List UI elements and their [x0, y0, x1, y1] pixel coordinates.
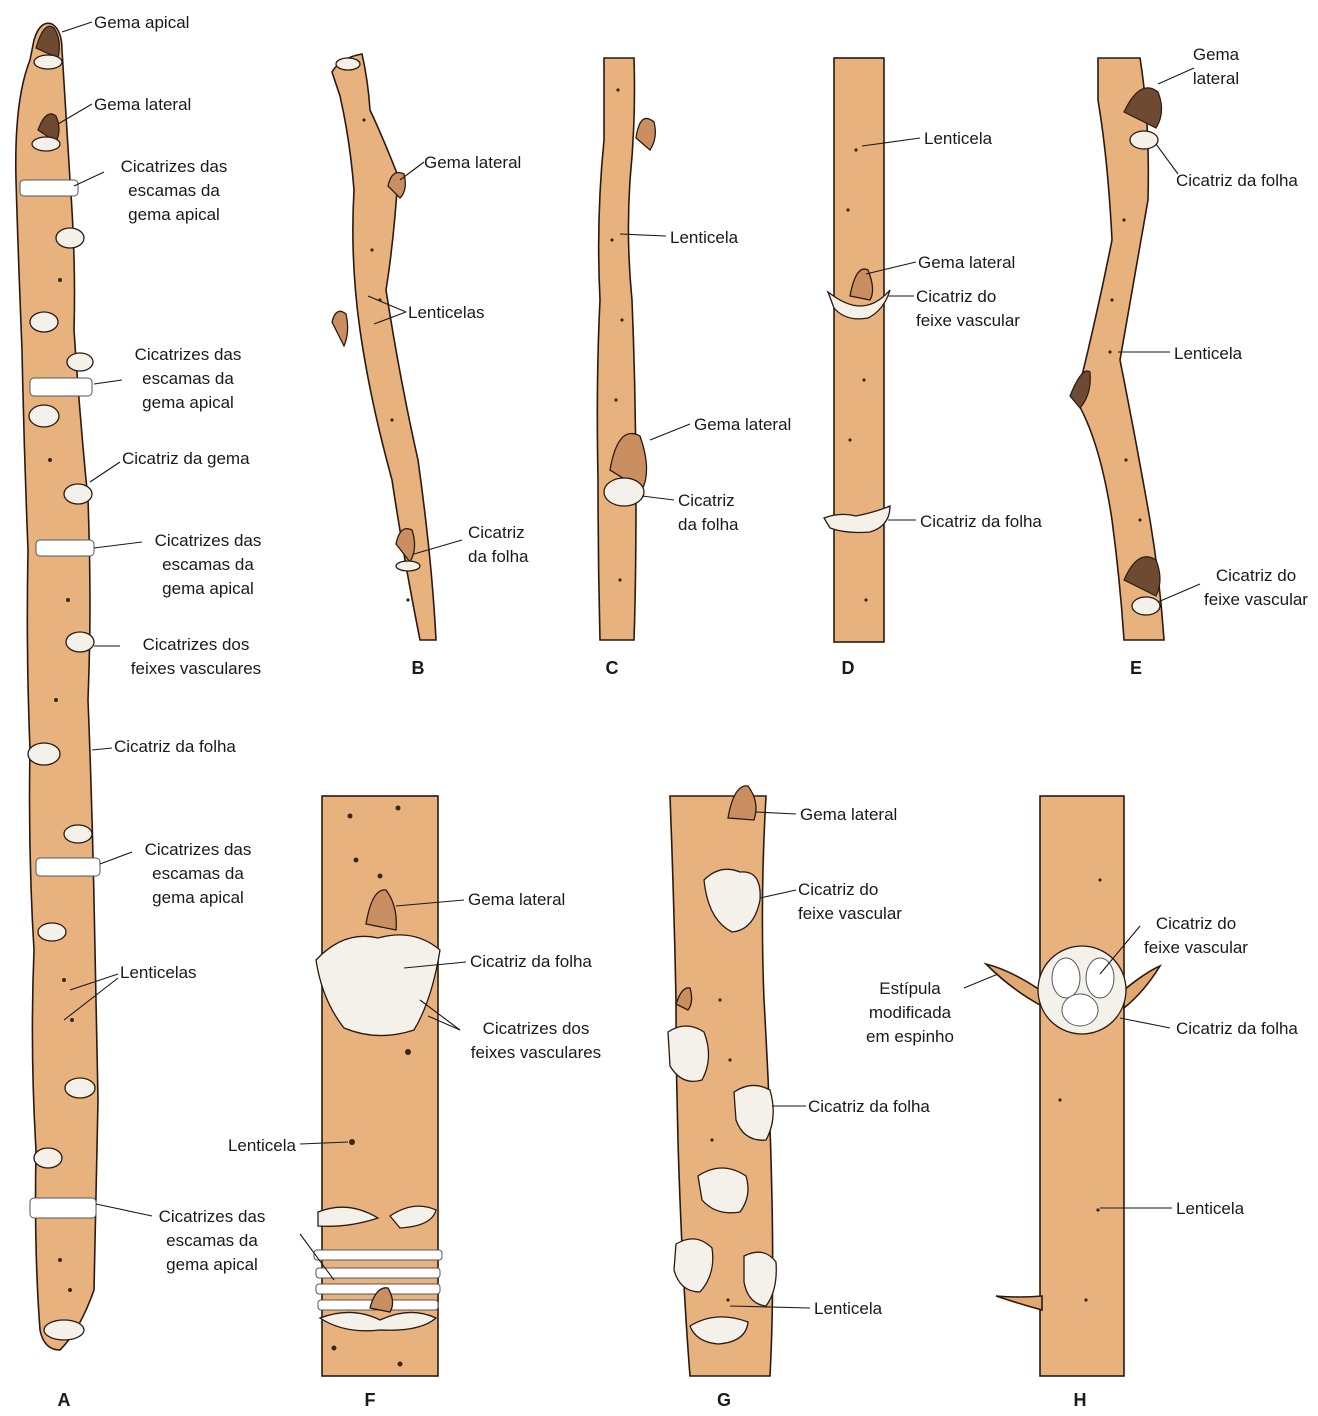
label-a5: Cicatriz da gema: [122, 449, 250, 468]
label-e3: Lenticela: [1174, 344, 1243, 363]
label-g3: Cicatriz da folha: [808, 1097, 930, 1116]
label-f4: Lenticela: [228, 1136, 297, 1155]
label-a1: Gema apical: [94, 13, 189, 32]
label-g4: Lenticela: [814, 1299, 883, 1318]
panel-h-twig: [986, 796, 1160, 1376]
panel-c-twig: [597, 58, 655, 640]
label-d2: Gema lateral: [918, 253, 1015, 272]
label-a2: Gema lateral: [94, 95, 191, 114]
label-a10: Lenticelas: [120, 963, 197, 982]
label-f1: Gema lateral: [468, 890, 565, 909]
panel-f-twig: [314, 796, 442, 1376]
label-g1: Gema lateral: [800, 805, 897, 824]
label-c1: Lenticela: [670, 228, 739, 247]
panel-a-twig: [16, 23, 100, 1350]
panel-label-e: E: [1130, 658, 1142, 678]
panel-label-h: H: [1074, 1390, 1087, 1410]
label-d4: Cicatriz da folha: [920, 512, 1042, 531]
panel-label-g: G: [717, 1390, 731, 1410]
panel-label-f: F: [365, 1390, 376, 1410]
panel-label-b: B: [412, 658, 425, 678]
panel-label-a: A: [58, 1390, 71, 1410]
label-h3: Cicatriz da folha: [1176, 1019, 1298, 1038]
label-a8: Cicatriz da folha: [114, 737, 236, 756]
panel-label-c: C: [606, 658, 619, 678]
panel-g-twig: [668, 786, 776, 1376]
panel-e-twig: [1070, 58, 1164, 640]
label-e2: Cicatriz da folha: [1176, 171, 1298, 190]
label-h4: Lenticela: [1176, 1199, 1245, 1218]
panel-d-twig: [824, 58, 890, 642]
label-b1: Gema lateral: [424, 153, 521, 172]
label-c2: Gema lateral: [694, 415, 791, 434]
label-d1: Lenticela: [924, 129, 993, 148]
panel-label-d: D: [842, 658, 855, 678]
label-f2: Cicatriz da folha: [470, 952, 592, 971]
label-b2: Lenticelas: [408, 303, 485, 322]
